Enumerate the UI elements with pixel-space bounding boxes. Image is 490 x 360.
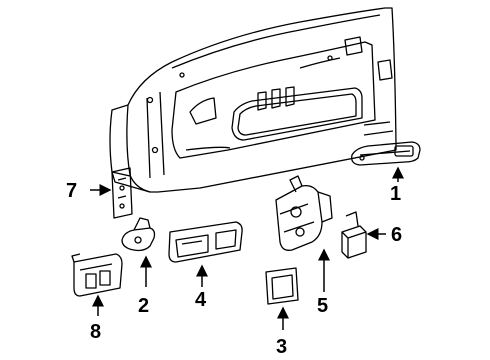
part-7-door-hinge xyxy=(111,167,133,219)
part-4-inside-handle xyxy=(168,221,243,263)
door-inner-panel xyxy=(109,7,397,193)
callout-2: 2 xyxy=(138,295,149,317)
callout-1: 1 xyxy=(390,183,401,205)
callout-arrows xyxy=(90,166,404,330)
callout-5: 5 xyxy=(317,295,328,317)
part-3-handle-bezel xyxy=(265,267,299,305)
callout-7: 7 xyxy=(66,180,77,202)
callout-3: 3 xyxy=(276,336,287,358)
part-1-outside-handle xyxy=(351,141,421,166)
part-2-lock-rod-clip xyxy=(121,217,156,252)
part-6-lock-actuator xyxy=(341,211,367,259)
callout-8: 8 xyxy=(90,321,101,343)
part-8-lock-bracket xyxy=(71,253,123,297)
callout-numbers: 1 2 3 4 5 6 7 8 xyxy=(66,180,402,358)
part-5-door-latch xyxy=(275,175,333,251)
callout-6: 6 xyxy=(391,224,402,246)
callout-4: 4 xyxy=(195,289,207,311)
